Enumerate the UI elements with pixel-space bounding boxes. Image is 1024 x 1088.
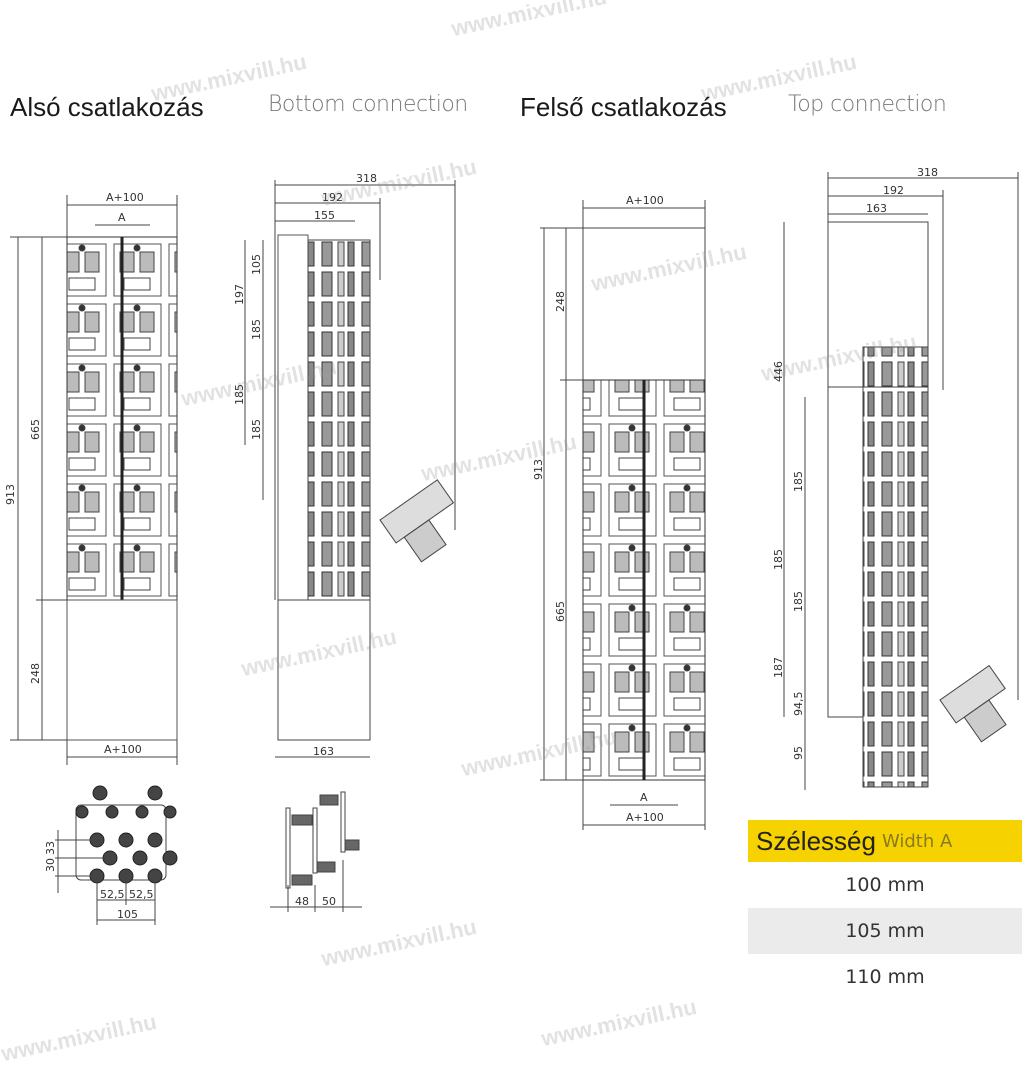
- dim-label: 913: [532, 459, 545, 480]
- top-front-view: [540, 200, 706, 830]
- dim-label: 105: [250, 254, 263, 275]
- width-row: 110 mm: [845, 966, 925, 988]
- dim-label: 913: [4, 484, 17, 505]
- dim-label: 185: [233, 384, 246, 405]
- dim-label: 185: [792, 591, 805, 612]
- dim-label: A+100: [104, 743, 142, 756]
- dim-label: A: [640, 791, 648, 804]
- dim-label: 155: [314, 209, 335, 222]
- busbar-front-detail: [55, 785, 178, 925]
- dim-label: 248: [554, 291, 567, 312]
- dim-label: A+100: [626, 811, 664, 824]
- dim-label: 50: [322, 895, 336, 908]
- bottom-front-view: [10, 195, 178, 765]
- dim-label: 446: [772, 361, 785, 382]
- dim-label: 94,5: [792, 691, 805, 717]
- dim-label: 665: [554, 601, 567, 622]
- top-connection-title: Felső csatlakozás: [520, 92, 727, 122]
- dim-label: 248: [29, 663, 42, 684]
- width-table-header: Szélesség Width A: [748, 820, 1022, 862]
- dim-label: 105: [117, 908, 138, 921]
- busbar-side-detail: [270, 791, 362, 912]
- dim-label: 665: [29, 419, 42, 440]
- top-side-view: [783, 172, 1019, 790]
- dim-label: 185: [250, 419, 263, 440]
- top-connection-subtitle: Top connection: [788, 92, 947, 117]
- bottom-connection-title: Alsó csatlakozás: [10, 92, 204, 122]
- dim-label: 185: [792, 471, 805, 492]
- dim-label: 52,5: [129, 888, 154, 901]
- dim-label: 52,5: [100, 888, 125, 901]
- bottom-side-view: [244, 180, 456, 758]
- width-row: 100 mm: [845, 874, 925, 896]
- dim-label: 163: [866, 202, 887, 215]
- dim-label: 197: [233, 284, 246, 305]
- bottom-connection-subtitle: Bottom connection: [268, 92, 468, 117]
- dim-label: 33: [44, 841, 57, 855]
- dim-label: 163: [313, 745, 334, 758]
- dim-label: 95: [792, 746, 805, 760]
- dim-label: 48: [295, 895, 309, 908]
- width-table: Szélesség Width A 100 mm 105 mm 110 mm: [748, 820, 1022, 1000]
- width-header-en: Width A: [881, 830, 953, 852]
- dim-label: A: [118, 211, 126, 224]
- dim-label: A+100: [626, 194, 664, 207]
- width-row: 105 mm: [748, 908, 1022, 954]
- width-header-hu: Szélesség: [756, 825, 876, 856]
- dim-label: A+100: [106, 191, 144, 204]
- dim-label: 185: [772, 549, 785, 570]
- dim-label: 185: [250, 319, 263, 340]
- dim-label: 192: [322, 191, 343, 204]
- dim-label: 318: [356, 172, 377, 185]
- dim-label: 318: [917, 166, 938, 179]
- dim-label: 192: [883, 184, 904, 197]
- dim-label: 187: [772, 657, 785, 678]
- dim-label: 30: [44, 858, 57, 872]
